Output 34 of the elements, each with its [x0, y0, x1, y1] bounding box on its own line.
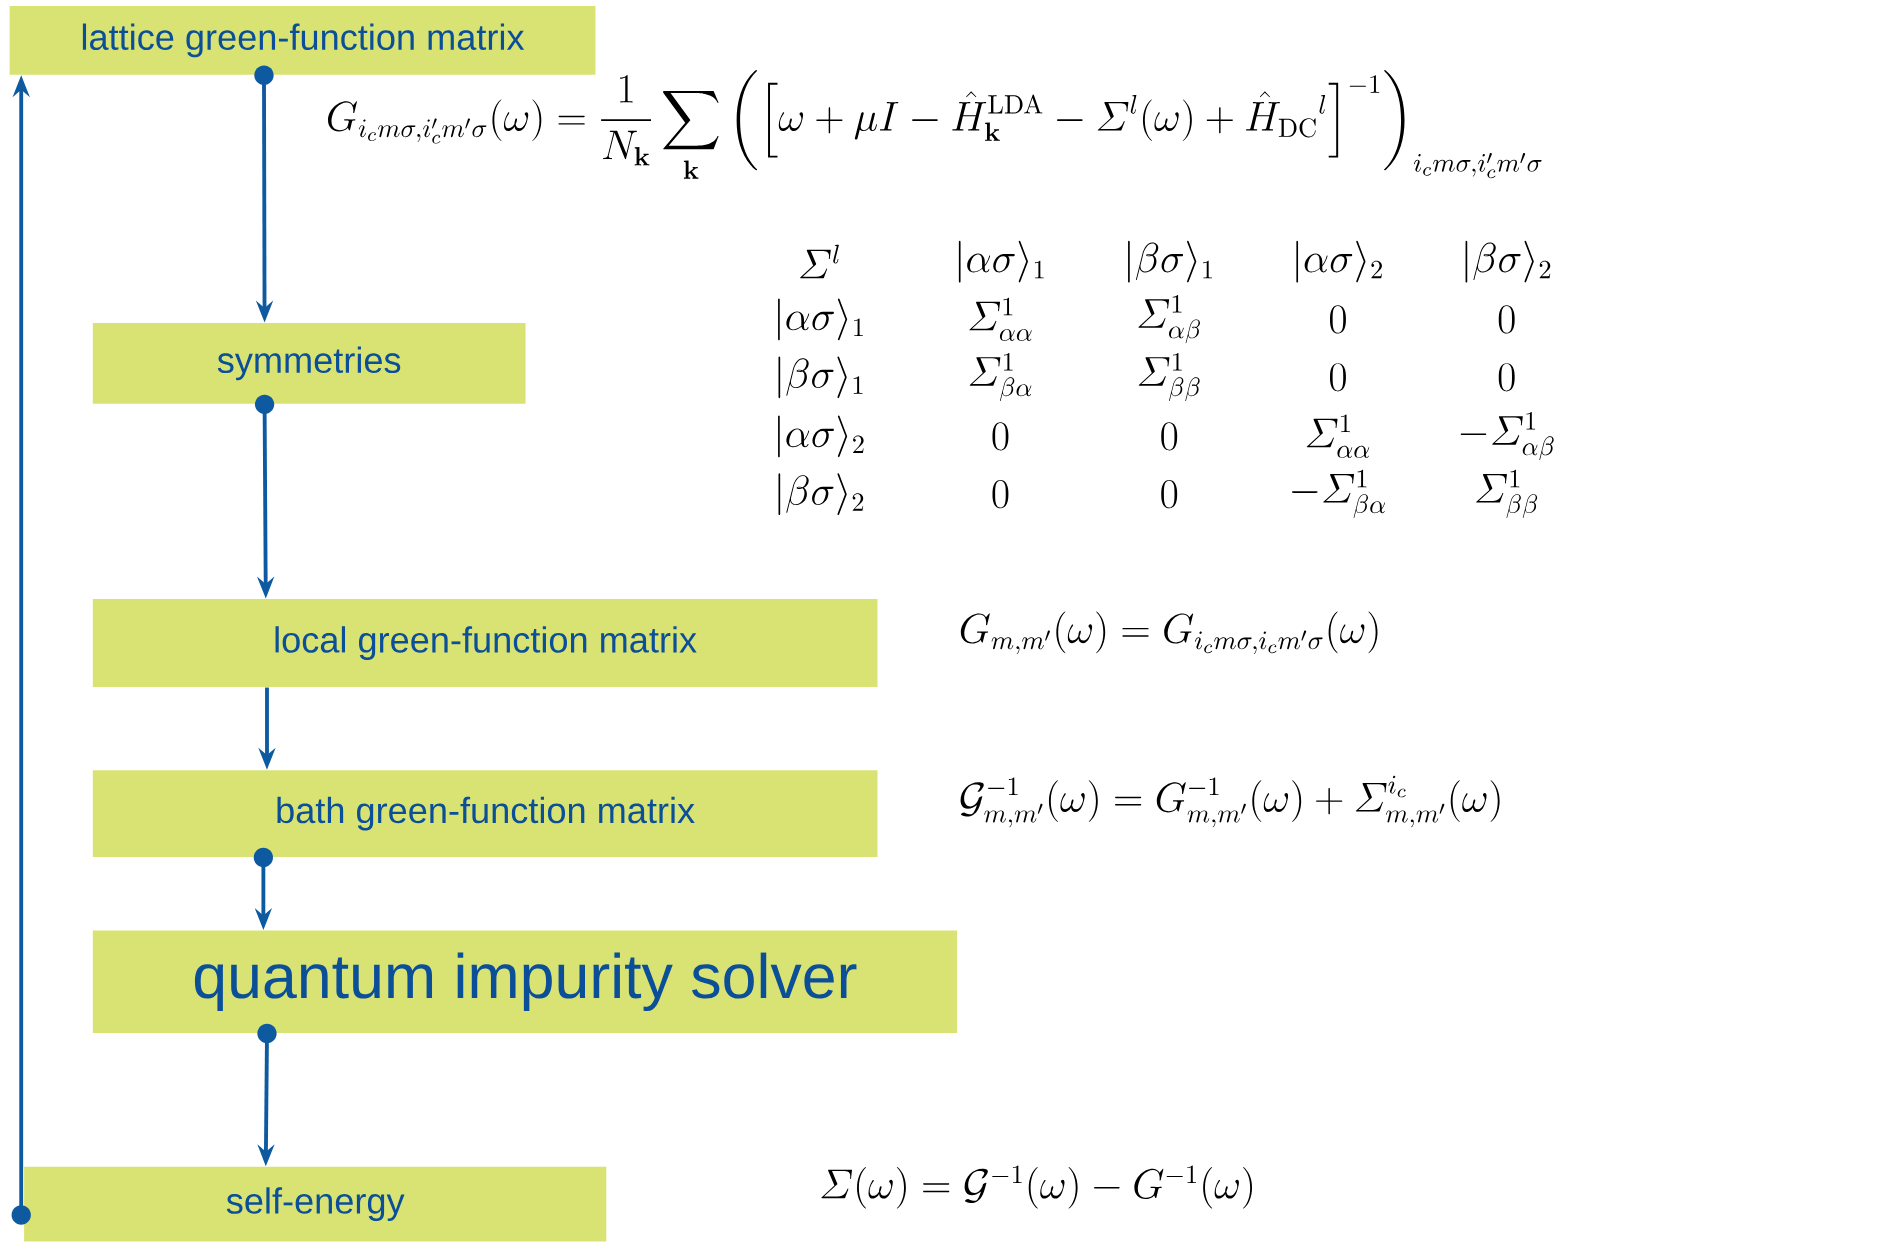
matrix-cell: $|\alpha\sigma\rangle_1$ [958, 240, 1044, 283]
matrix-cell: $|\alpha\sigma\rangle_2$ [778, 415, 864, 458]
matrix-cell: $|\beta\sigma\rangle_2$ [1465, 240, 1551, 283]
formula: $G_{m,m'}(\omega)=G_{i_c m\sigma,i_c m'\sigma}(\omega)$ [960, 611, 1378, 655]
matrix-cell: $0$ [1161, 480, 1178, 509]
matrix-cell: $\varSigma^{1}_{\alpha\beta}$ [1138, 295, 1200, 344]
matrix-cell: $\varSigma^{1}_{\beta\beta}$ [1138, 352, 1200, 402]
matrix-cell: $|\beta\sigma\rangle_1$ [778, 356, 863, 399]
matrix-cell: $\varSigma^{l}$ [800, 244, 839, 279]
matrix-cell: $|\beta\sigma\rangle_2$ [778, 473, 864, 516]
matrix-cell: $0$ [992, 422, 1009, 451]
formula: $\mathcal{G}^{-1}_{m,m'}(\omega)=G^{-1}_{m,m'}(\omega)+\varSigma^{i_c}_{m,m'}(\omega)$ [960, 775, 1500, 828]
matrix-cell: $-\varSigma^{1}_{\alpha\beta}$ [1460, 412, 1554, 461]
matrix-cell: $0$ [1330, 305, 1346, 334]
solver-box: quantum impurity solver [92, 930, 958, 1034]
formula: $\varSigma(\omega)=\mathcal{G}^{-1}(\omega)-G^{-1}(\omega)$ [821, 1165, 1252, 1209]
process-box: bath green-function matrix [92, 770, 878, 858]
matrix-cell: $0$ [1330, 363, 1346, 392]
process-box: local green-function matrix [92, 599, 878, 688]
process-box: self-energy [24, 1166, 607, 1242]
matrix-cell: $0$ [1498, 363, 1515, 392]
matrix-cell: $0$ [1498, 305, 1515, 334]
matrix-cell: $|\alpha\sigma\rangle_1$ [778, 298, 863, 341]
matrix-cell: $|\beta\sigma\rangle_1$ [1128, 240, 1212, 283]
matrix-cell: $\varSigma^{1}_{\beta\beta}$ [1476, 469, 1538, 518]
matrix-cell: $-\varSigma^{1}_{\beta\alpha}$ [1292, 469, 1385, 518]
process-box: lattice green-function matrix [9, 6, 596, 75]
process-box: symmetries [92, 323, 526, 404]
matrix-cell: $\varSigma^{1}_{\alpha\alpha}$ [969, 297, 1032, 341]
matrix-cell: $0$ [1161, 422, 1178, 451]
matrix-cell: $\varSigma^{1}_{\beta\alpha}$ [969, 352, 1032, 402]
matrix-cell: $0$ [992, 480, 1009, 509]
matrix-cell: $\varSigma^{1}_{\alpha\alpha}$ [1306, 414, 1370, 458]
matrix-cell: $|\alpha\sigma\rangle_2$ [1296, 240, 1382, 283]
